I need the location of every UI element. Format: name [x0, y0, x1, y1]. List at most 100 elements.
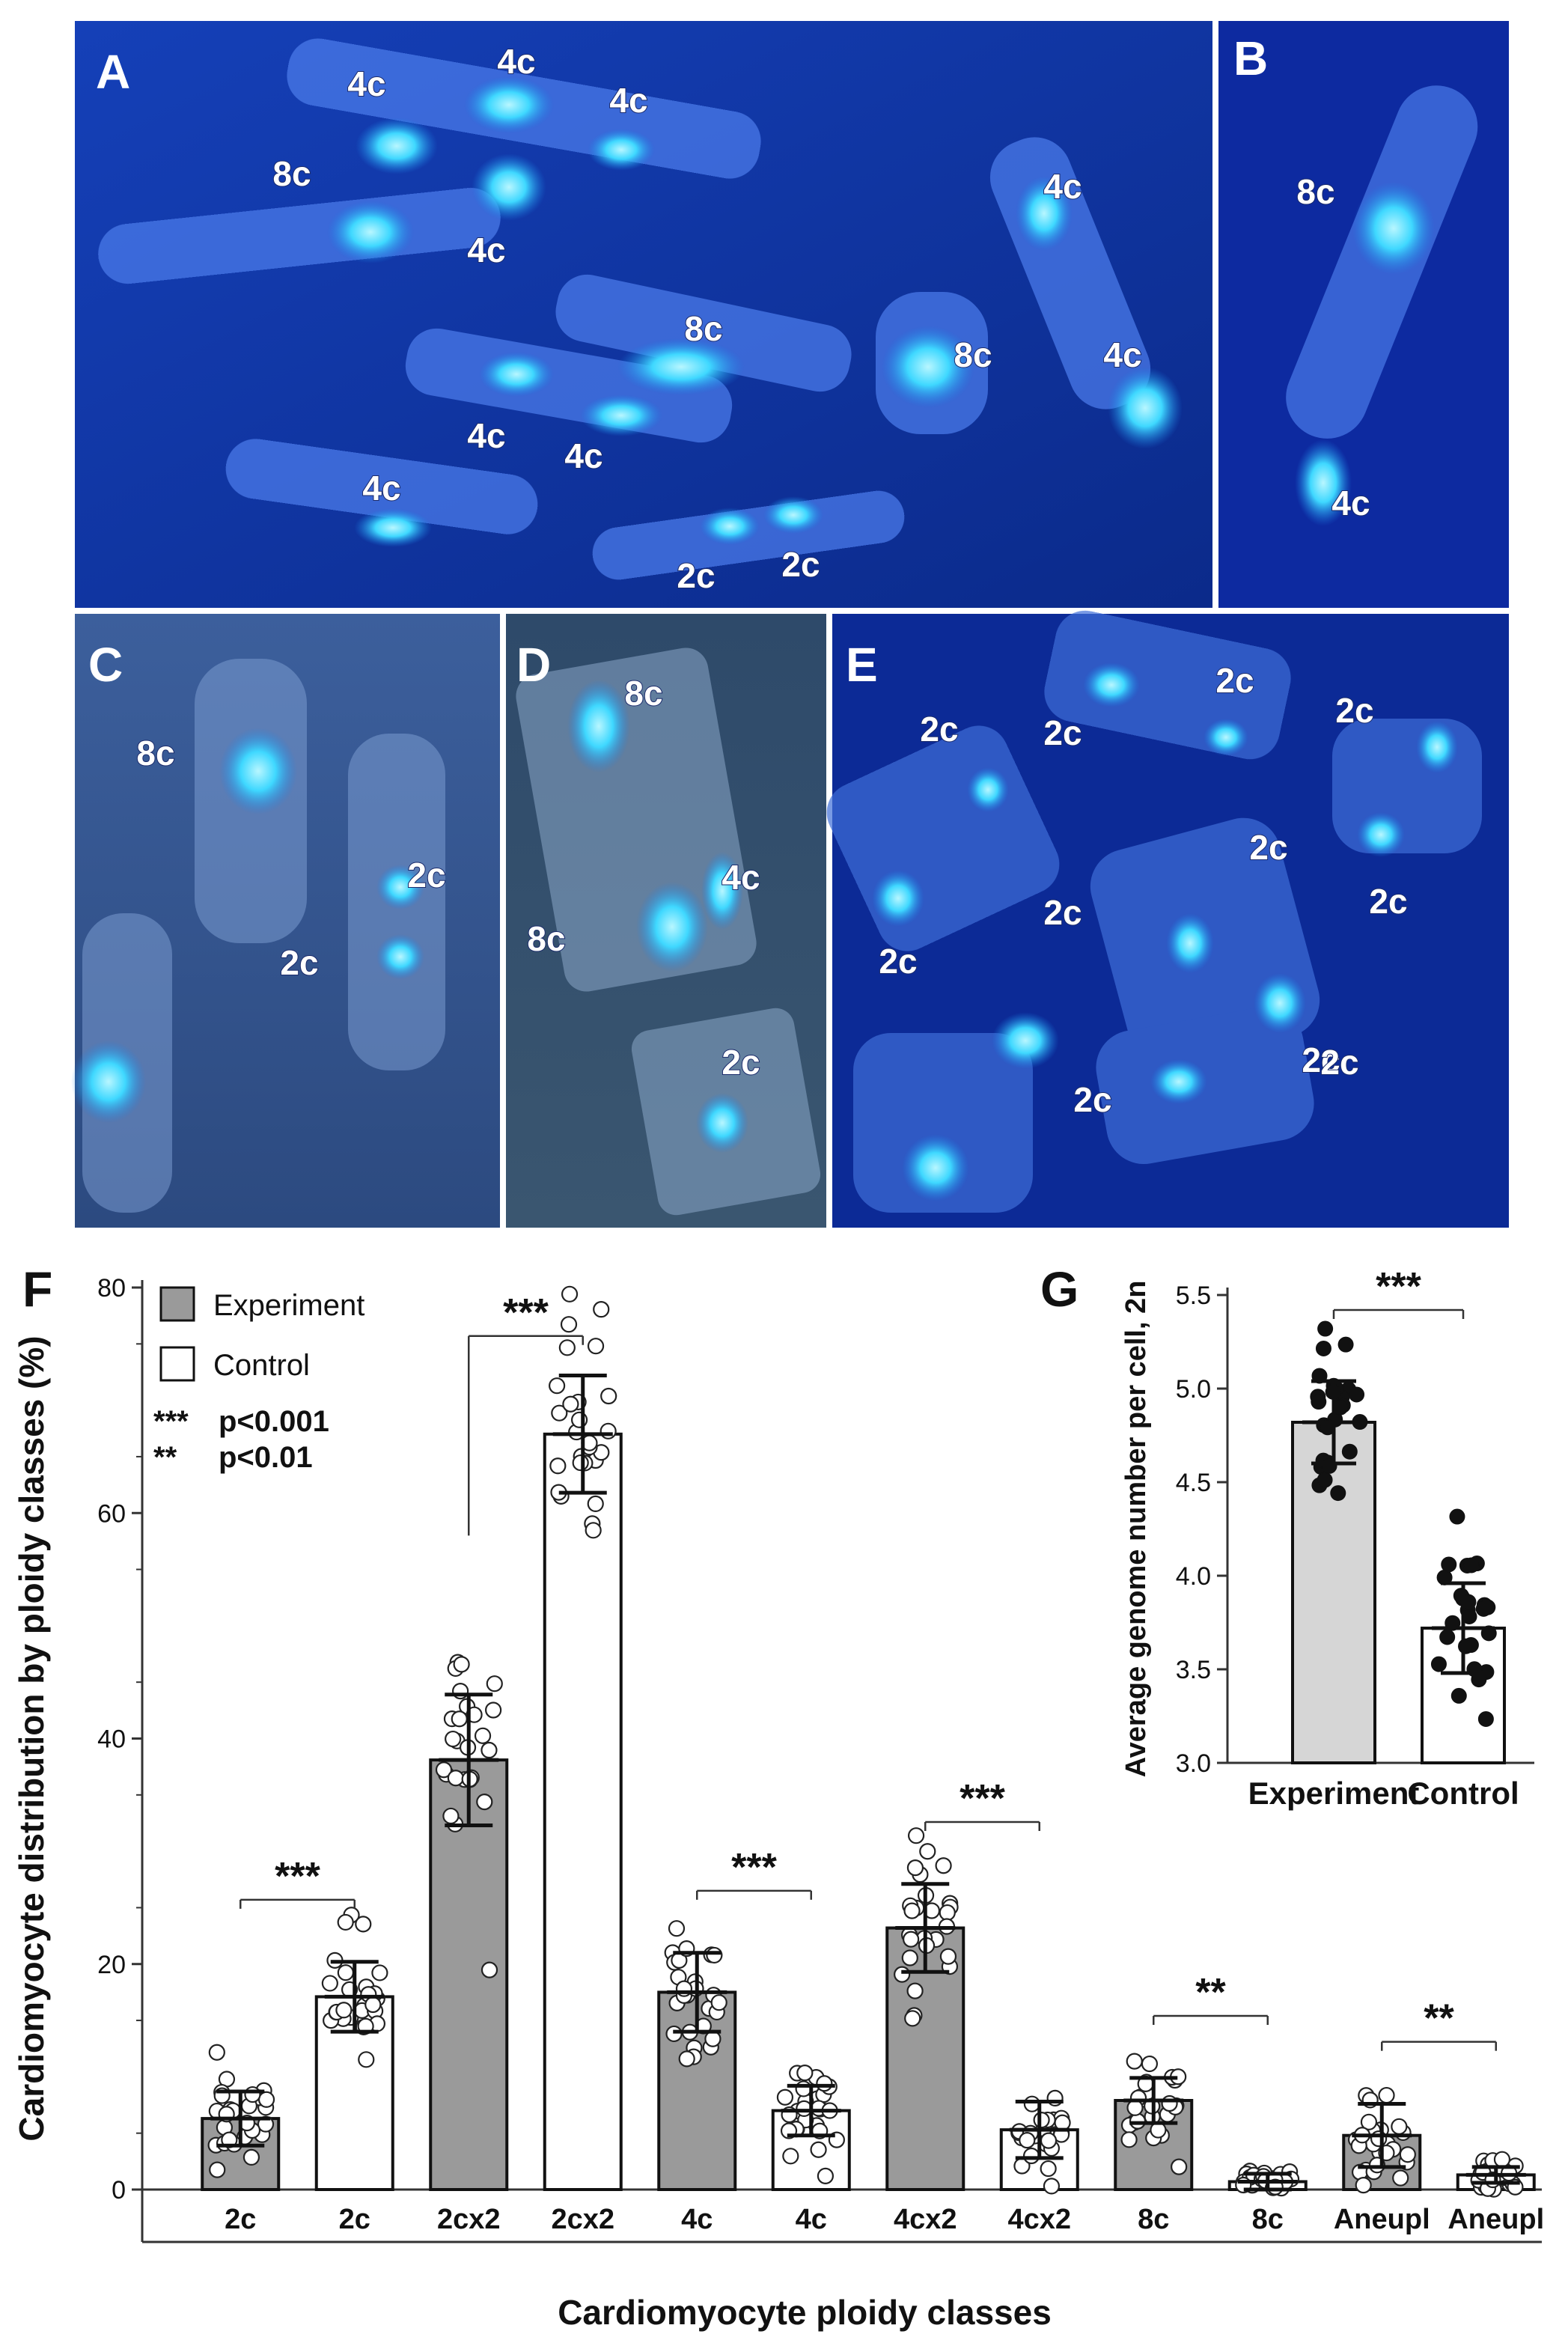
data-point [1449, 1508, 1465, 1525]
data-point [445, 1730, 462, 1748]
data-point [1341, 1443, 1358, 1460]
ploidy-label: 2c [722, 1043, 760, 1082]
ploidy-label: 4c [347, 64, 385, 103]
data-point [1040, 2132, 1058, 2149]
x-tick-label: 8c [1252, 2204, 1284, 2235]
data-point [1462, 1637, 1479, 1654]
ploidy-label: 2c [1320, 1043, 1358, 1082]
panel-d [506, 614, 826, 1228]
panel-b [1218, 21, 1509, 608]
data-point [321, 1975, 338, 1992]
data-point [1022, 2147, 1040, 2165]
data-point [551, 1404, 568, 1422]
data-point [1129, 2112, 1147, 2130]
panel-letter-e: E [846, 638, 878, 692]
y-tick-label: 60 [97, 1499, 126, 1528]
ploidy-label: 8c [954, 335, 992, 374]
panel-letter-c: C [88, 638, 123, 692]
data-point [1349, 1386, 1365, 1403]
data-point [572, 1454, 589, 1472]
y-tick-label: 3.5 [1176, 1656, 1211, 1684]
x-tick-label: 4cx2 [1007, 2204, 1071, 2235]
data-point [796, 2065, 814, 2082]
legend-swatch-experiment [159, 1286, 195, 1322]
y-tick-label: 4.0 [1176, 1562, 1211, 1591]
data-point [1391, 2118, 1408, 2135]
data-point [1161, 2094, 1178, 2112]
legend-stars: *** [153, 1405, 189, 1438]
data-point [244, 2085, 261, 2103]
y-tick-label: 4.5 [1176, 1469, 1211, 1497]
data-point [1439, 1629, 1456, 1645]
data-point [1317, 1320, 1334, 1337]
data-point [364, 1996, 382, 2014]
data-point [1378, 2086, 1395, 2104]
data-point [587, 1338, 605, 1355]
data-point [904, 2010, 921, 2027]
data-point [1317, 1472, 1333, 1488]
data-point [668, 1920, 686, 1937]
data-point [939, 1948, 957, 1965]
bar-experiment [1291, 1421, 1376, 1764]
data-point [358, 2051, 375, 2068]
sig-marker: ** [1195, 1971, 1226, 2014]
data-point [894, 1966, 911, 1983]
x-tick-label: 2c [225, 2204, 256, 2235]
x-tick-label: 4c [796, 2204, 827, 2235]
data-point [1023, 2095, 1040, 2112]
y-tick-label: 5.5 [1176, 1282, 1211, 1310]
ploidy-label: 8c [272, 154, 311, 193]
ploidy-label: 8c [684, 309, 722, 348]
data-point [1040, 2160, 1057, 2178]
data-point [1120, 2131, 1138, 2148]
data-point [1493, 2151, 1511, 2168]
data-point [1441, 1556, 1457, 1573]
ploidy-label: 2c [1073, 1080, 1111, 1119]
ploidy-label: 4c [722, 858, 760, 897]
x-tick-label: Aneupl [1334, 2204, 1430, 2235]
data-point [485, 1701, 502, 1719]
panel-letter-f: F [22, 1261, 52, 1317]
y-tick-label: 20 [97, 1951, 126, 1979]
data-point [1360, 2113, 1378, 2130]
ploidy-label: 2c [1249, 828, 1287, 867]
panel-e [826, 610, 1509, 1228]
x-axis-title: Cardiomyocyte ploidy classes [558, 2293, 1052, 2332]
micrograph-panels: A4c4c4c8c4c8c8c4c4c4c4c4c2c2cB8c4cC8c2c2… [71, 21, 1509, 1228]
ploidy-label: 2c [781, 545, 820, 584]
data-point [1126, 2053, 1143, 2070]
data-point [453, 1656, 470, 1673]
y-axis-title: Average genome number per cell, 2n [1120, 1281, 1152, 1778]
sig-marker: *** [1376, 1265, 1421, 1308]
panel-c [71, 614, 500, 1228]
data-point [208, 2044, 225, 2061]
data-point [474, 1727, 492, 1744]
data-point [665, 2025, 683, 2043]
ploidy-label: 2c [280, 943, 318, 982]
data-point [903, 1902, 921, 1919]
data-point [561, 1285, 579, 1303]
data-point [939, 1904, 956, 1922]
data-point [1330, 1485, 1346, 1502]
data-point [1337, 1336, 1354, 1353]
ploidy-label: 4c [1331, 484, 1370, 522]
data-point [371, 1964, 388, 1981]
x-tick-label: 4c [681, 2204, 713, 2235]
panel-letter-g: G [1040, 1261, 1079, 1317]
x-tick-label: Aneupl [1447, 2204, 1544, 2235]
data-point [476, 1794, 493, 1811]
data-point [549, 1457, 567, 1475]
y-tick-label: 80 [97, 1274, 126, 1303]
panel-a [75, 21, 1212, 608]
data-point [906, 1859, 924, 1877]
y-tick-label: 40 [97, 1725, 126, 1754]
data-point [782, 2148, 799, 2165]
data-point [906, 1982, 924, 1999]
ploidy-label: 8c [624, 674, 662, 713]
data-point [1399, 2146, 1416, 2163]
data-point [776, 2088, 794, 2106]
ploidy-label: 2c [1215, 661, 1254, 700]
y-tick-label: 3.0 [1176, 1749, 1211, 1778]
data-point [558, 1339, 576, 1356]
ploidy-label: 2c [920, 710, 958, 749]
